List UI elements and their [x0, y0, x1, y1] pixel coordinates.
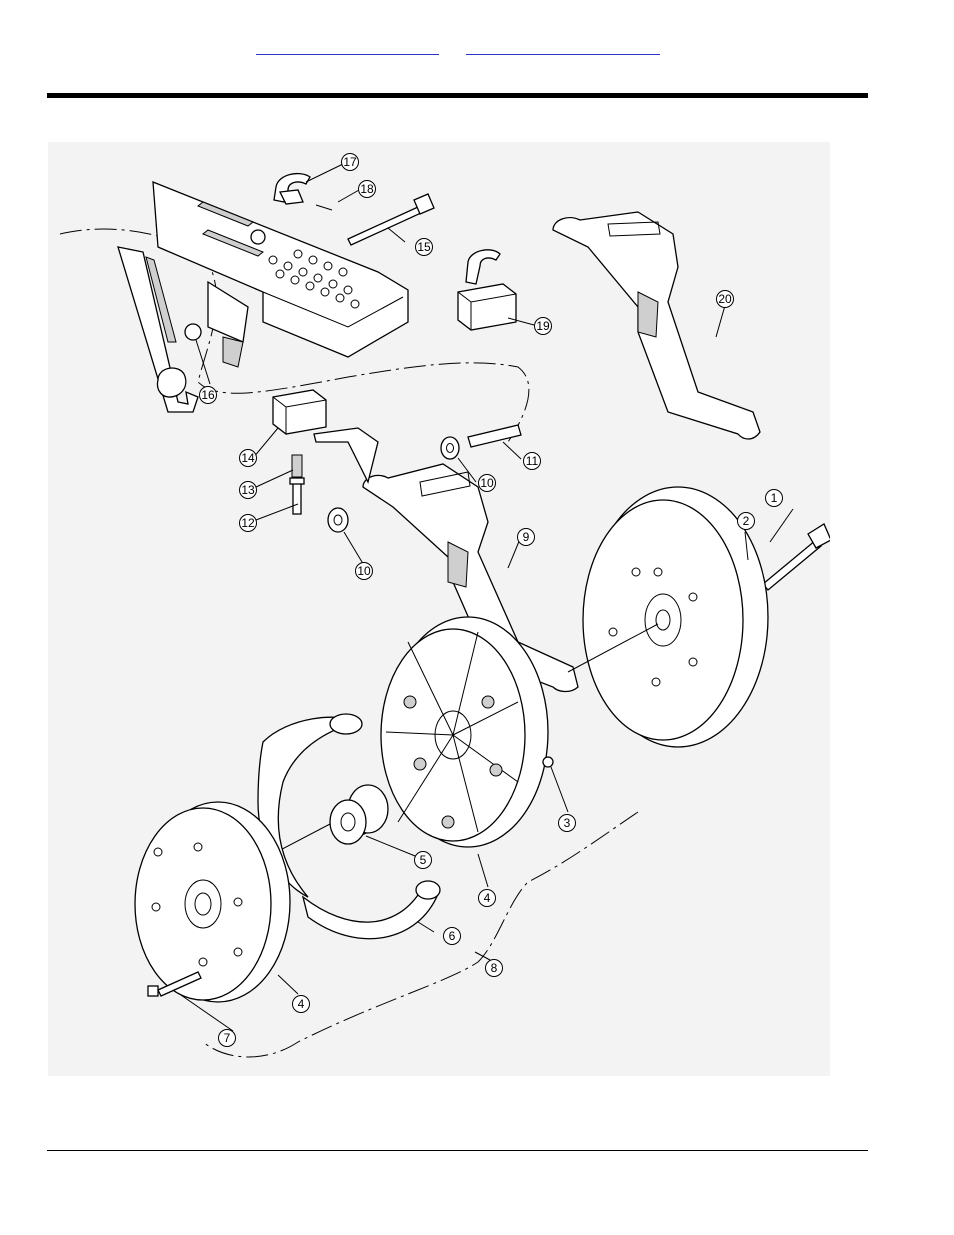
callout-6: 6 [444, 928, 461, 945]
callout-2: 2 [738, 513, 755, 530]
svg-text:11: 11 [526, 454, 539, 468]
svg-text:17: 17 [343, 155, 357, 169]
callout-15: 15 [416, 239, 433, 256]
svg-text:16: 16 [201, 388, 215, 402]
svg-text:10: 10 [480, 476, 494, 490]
svg-text:2: 2 [743, 514, 750, 528]
svg-text:4: 4 [484, 891, 491, 905]
header-link-right[interactable] [466, 38, 660, 55]
parts-diagram: 1 2 3 4 4 5 6 7 8 9 10 10 11 12 13 14 15… [48, 142, 830, 1076]
wheel-right [568, 487, 768, 747]
callout-17: 17 [342, 154, 359, 171]
nut-3 [543, 757, 553, 767]
svg-text:3: 3 [564, 816, 571, 830]
spoked-wheel [381, 617, 548, 847]
svg-text:14: 14 [241, 451, 255, 465]
svg-text:8: 8 [491, 961, 498, 975]
callout-20: 20 [717, 291, 734, 308]
callout-14: 14 [240, 450, 257, 467]
svg-text:15: 15 [417, 240, 431, 254]
callout-4-spoked: 4 [479, 890, 496, 907]
callout-10-upper: 10 [479, 475, 496, 492]
header-link-left[interactable] [256, 38, 439, 55]
nut-16 [185, 324, 201, 340]
callout-3: 3 [559, 815, 576, 832]
svg-text:10: 10 [357, 564, 371, 578]
callout-13: 13 [240, 482, 257, 499]
svg-text:1: 1 [771, 491, 778, 505]
svg-text:19: 19 [536, 319, 550, 333]
handle-17 [274, 174, 332, 210]
footer-rule [47, 1150, 868, 1151]
bushing-10-lower [328, 508, 348, 532]
svg-text:12: 12 [241, 516, 255, 530]
header-rule [47, 93, 868, 98]
adjuster-block-14 [273, 390, 326, 434]
callout-7: 7 [219, 1030, 236, 1047]
callout-10-lower: 10 [356, 563, 373, 580]
callout-19: 19 [535, 318, 552, 335]
svg-text:20: 20 [718, 292, 732, 306]
bolt-15 [348, 194, 434, 245]
tire-lower [303, 881, 440, 939]
svg-text:5: 5 [420, 853, 427, 867]
callout-16: 16 [200, 387, 217, 404]
adjuster-block-19 [458, 250, 516, 330]
callout-12: 12 [240, 515, 257, 532]
svg-text:13: 13 [241, 483, 255, 497]
callout-8: 8 [486, 960, 503, 977]
bushing-10-upper [441, 437, 459, 459]
callout-18: 18 [359, 181, 376, 198]
pin-12 [290, 478, 304, 514]
callout-9: 9 [518, 529, 535, 546]
svg-text:7: 7 [224, 1031, 231, 1045]
callout-4-left: 4 [293, 996, 310, 1013]
callout-1: 1 [766, 490, 783, 507]
wheel-left [135, 802, 290, 1002]
callout-11: 11 [524, 453, 541, 470]
spring-13 [292, 455, 302, 477]
bolt-1 [763, 524, 830, 590]
callout-5: 5 [415, 852, 432, 869]
svg-text:9: 9 [523, 530, 530, 544]
parts-diagram-drawing: 1 2 3 4 4 5 6 7 8 9 10 10 11 12 13 14 15… [48, 142, 830, 1076]
svg-text:18: 18 [360, 182, 374, 196]
svg-text:6: 6 [449, 929, 456, 943]
arm-20 [553, 212, 760, 439]
svg-text:4: 4 [298, 997, 305, 1011]
shaft-11 [468, 425, 521, 447]
